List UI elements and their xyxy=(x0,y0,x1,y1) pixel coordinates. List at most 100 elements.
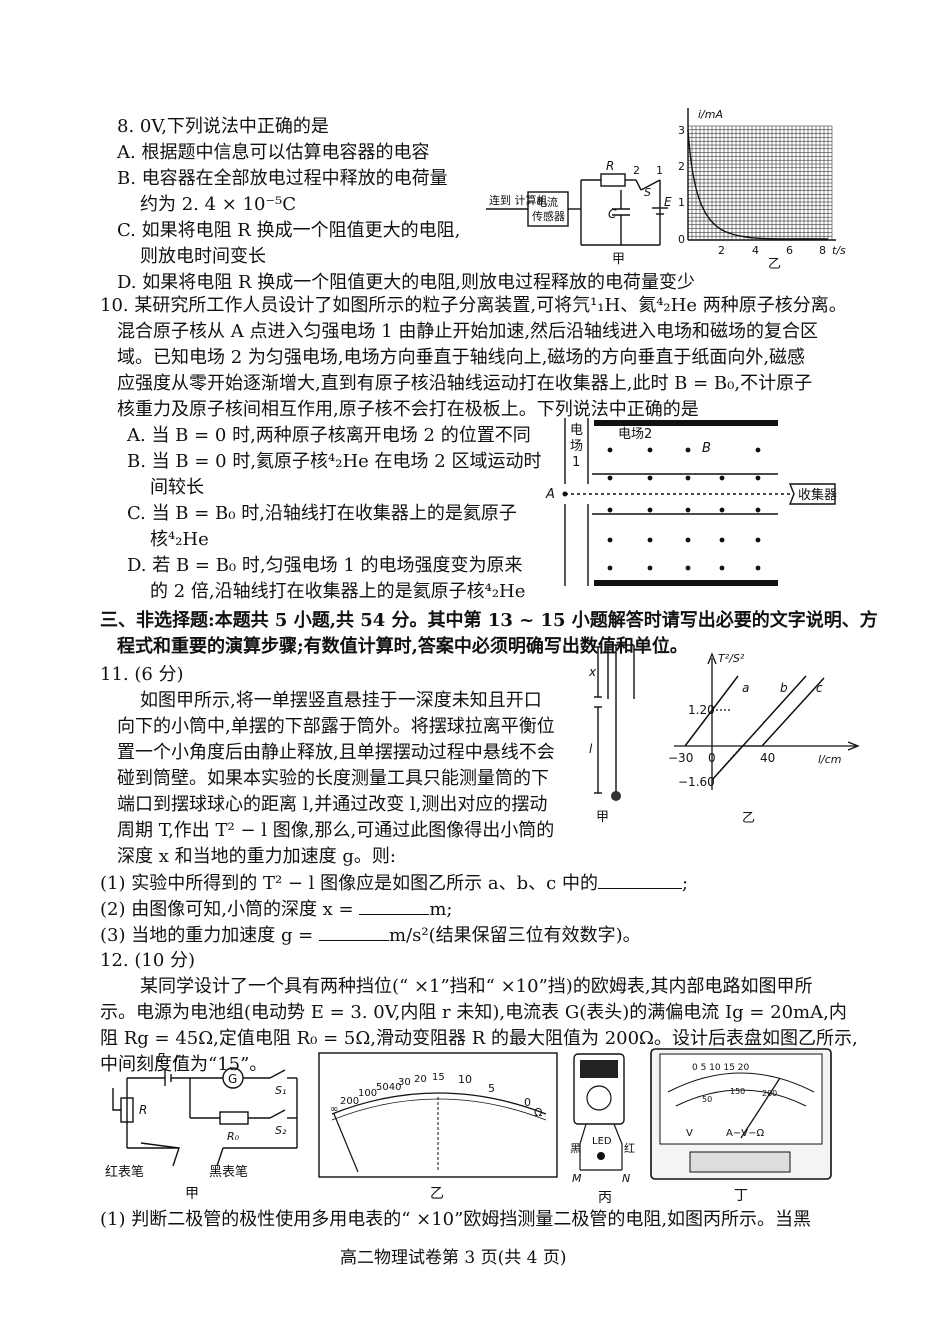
switch-s-label: S xyxy=(644,186,651,199)
q11-question-3: (3) 当地的重力加速度 g = m/s²(结果保留三位有效数字)。 xyxy=(100,922,641,949)
q9-circuit-diagram: 连到 计算机 电流 传感器 R C E S 2 1 甲 xyxy=(486,159,672,267)
q11-question-2: (2) 由图像可知,小筒的深度 x = m; xyxy=(100,896,453,923)
q11-graph-ylabel: T²/S² xyxy=(718,652,745,665)
svg-text:红: 红 xyxy=(624,1142,635,1155)
q10-option-b-cont: 间较长 xyxy=(150,477,204,498)
svg-text:50: 50 xyxy=(702,1095,712,1104)
q12-ohmmeter-circuit: E r G R R₀ S₁ S₂ 红表笔 黑表笔 甲 xyxy=(105,1051,298,1202)
q11-body-5: 端口到摆球球心的距离 l,并通过改变 l,测出对应的摆动 xyxy=(117,794,548,815)
svg-text:6: 6 xyxy=(786,244,793,257)
q12-body-3: 阻 Rg = 45Ω,定值电阻 R₀ = 5Ω,滑动变阻器 R 的最大阻值为 2… xyxy=(100,1028,858,1049)
svg-text:10: 10 xyxy=(458,1073,472,1086)
collector-label: 收集器 xyxy=(798,487,837,503)
q12-body-2: 示。电源为电池组(电动势 E = 3. 0V,内阻 r 未知),电流表 G(表头… xyxy=(100,1002,847,1023)
q10-option-c: C. 当 B = B₀ 时,沿轴线打在收集器上的是氦原子 xyxy=(127,503,517,524)
svg-text:N: N xyxy=(622,1172,630,1185)
svg-text:1: 1 xyxy=(678,196,685,209)
answer-blank-1[interactable] xyxy=(597,870,682,889)
svg-text:黑表笔: 黑表笔 xyxy=(209,1164,248,1180)
q12-ohm-dial: ∞ 200 100 5040 30 20 15 10 5 0 Ω 乙 xyxy=(318,1052,558,1202)
answer-blank-2[interactable] xyxy=(359,896,430,915)
q9-option-b: B. 电容器在全部放电过程中释放的电荷量 xyxy=(117,168,448,189)
q11-body-2: 向下的小筒中,单摆的下部露于筒外。将摆球拉离平衡位 xyxy=(117,716,555,737)
q11-body-7: 深度 x 和当地的重力加速度 g。则: xyxy=(117,846,396,867)
switch-pos-1: 1 xyxy=(656,164,663,177)
q9-option-c: C. 如果将电阻 R 换成一个阻值更大的电阻, xyxy=(117,220,461,241)
q9-option-d: D. 如果将电阻 R 换成一个阻值更大的电阻,则放电过程释放的电荷量变少 xyxy=(117,272,695,293)
svg-text:2: 2 xyxy=(678,160,685,173)
svg-text:红表笔: 红表笔 xyxy=(105,1164,144,1180)
svg-text:r: r xyxy=(175,1051,181,1065)
svg-text:5: 5 xyxy=(488,1082,495,1095)
sensor-label-1: 电流 xyxy=(536,195,558,209)
q12-multimeter-caption: 丁 xyxy=(734,1188,748,1204)
svg-text:黑: 黑 xyxy=(570,1142,581,1155)
svg-text:30: 30 xyxy=(398,1077,411,1088)
q9-graph-caption: 乙 xyxy=(768,257,781,272)
svg-text:R₀: R₀ xyxy=(227,1130,240,1143)
q11-question-1: (1) 实验中所得到的 T² − l 图像应是如图乙所示 a、b、c 中的; xyxy=(100,870,688,897)
svg-text:0: 0 xyxy=(524,1096,531,1109)
svg-text:b: b xyxy=(780,681,788,695)
svg-text:l: l xyxy=(589,742,593,756)
q10-stem-5: 核重力及原子核间相互作用,原子核不会打在极板上。下列说法中正确的是 xyxy=(117,399,699,420)
q11-graph-xlabel: l/cm xyxy=(818,753,842,766)
section-3-line-2: 程式和重要的演算步骤;有数值计算时,答案中必须明确写出数值和单位。 xyxy=(117,636,688,657)
svg-text:a: a xyxy=(742,681,749,695)
q9-stem-tail: 8. 0V,下列说法中正确的是 xyxy=(117,116,329,137)
q11-fig-b-caption: 乙 xyxy=(742,811,755,826)
q11-pendulum-diagram: x l 甲 xyxy=(588,644,635,825)
resistor-r-label: R xyxy=(606,159,614,173)
svg-text:1.20: 1.20 xyxy=(688,703,715,717)
q11-body-3: 置一个小角度后由静止释放,且单摆摆动过程中悬线不会 xyxy=(117,742,555,763)
q10-option-c-cont: 核⁴₂He xyxy=(150,529,209,550)
svg-text:场: 场 xyxy=(570,439,583,454)
q12-dial-caption: 乙 xyxy=(430,1186,444,1202)
q9-option-c-cont: 则放电时间变长 xyxy=(140,246,266,267)
svg-text:0: 0 xyxy=(678,233,685,246)
q9-current-graph: i/mA t/s 0 1 2 3 2 4 6 8 乙 xyxy=(678,108,846,272)
svg-text:15: 15 xyxy=(432,1072,445,1083)
computer-label: 连到 计算机 xyxy=(489,193,548,207)
q10-option-b: B. 当 B = 0 时,氦原子核⁴₂He 在电场 2 区域运动时 xyxy=(127,451,542,472)
q12-diode-test: 黑 红 LED M N 丙 xyxy=(570,1053,635,1206)
svg-text:−30: −30 xyxy=(668,751,693,765)
sensor-label-2: 传感器 xyxy=(532,210,565,223)
svg-text:100: 100 xyxy=(358,1088,377,1099)
svg-text:c: c xyxy=(816,681,823,695)
svg-text:2: 2 xyxy=(718,244,725,257)
q10-option-d-cont: 的 2 倍,沿轴线打在收集器上的是氦原子核⁴₂He xyxy=(150,581,526,602)
svg-text:V: V xyxy=(686,1128,693,1139)
q10-stem-3: 域。已知电场 2 为匀强电场,电场方向垂直于轴线向上,磁场的方向垂直于纸面向外,… xyxy=(117,347,806,368)
svg-text:8: 8 xyxy=(819,244,826,257)
q11-t2-l-graph: T²/S² l/cm 1.20 −1.60 −30 0 40 a b c 乙 xyxy=(668,652,860,826)
q12-diode-caption: 丙 xyxy=(598,1190,612,1206)
svg-text:−1.60: −1.60 xyxy=(678,775,715,789)
svg-text:E: E xyxy=(157,1051,165,1065)
svg-text:G: G xyxy=(228,1072,237,1086)
q12-multimeter: 0 5 10 15 20 50 150 200 V A−V−Ω 丁 xyxy=(650,1048,832,1204)
svg-text:1: 1 xyxy=(572,455,580,470)
q12-question-1: (1) 判断二极管的极性使用多用电表的“ ×10”欧姆挡测量二极管的电阻,如图丙… xyxy=(100,1209,812,1230)
svg-text:20: 20 xyxy=(414,1074,427,1085)
answer-blank-3[interactable] xyxy=(319,922,390,941)
page-footer: 高二物理试卷第 3 页(共 4 页) xyxy=(340,1248,567,1268)
q9-graph-ylabel: i/mA xyxy=(698,108,723,121)
svg-text:x: x xyxy=(588,665,597,679)
svg-text:A−V−Ω: A−V−Ω xyxy=(726,1128,764,1139)
q10-option-d: D. 若 B = B₀ 时,匀强电场 1 的电场强度变为原来 xyxy=(127,555,523,576)
svg-text:∞: ∞ xyxy=(330,1104,338,1115)
q10-option-a: A. 当 B = 0 时,两种原子核离开电场 2 的位置不同 xyxy=(127,425,531,446)
section-3-line-1: 三、非选择题:本题共 5 小题,共 54 分。其中第 13 ~ 15 小题解答时… xyxy=(100,610,878,631)
svg-text:3: 3 xyxy=(678,124,685,137)
svg-text:4: 4 xyxy=(752,244,759,257)
svg-text:M: M xyxy=(572,1172,582,1185)
q10-separator-diagram: 电 场 1 电场2 B A 收集器 xyxy=(545,418,837,586)
b-field-label: B xyxy=(702,441,711,456)
switch-pos-2: 2 xyxy=(633,164,640,177)
q12-circuit-caption: 甲 xyxy=(185,1186,199,1202)
svg-text:200: 200 xyxy=(340,1096,359,1107)
svg-text:5040: 5040 xyxy=(376,1082,401,1093)
svg-text:40: 40 xyxy=(760,751,775,765)
svg-text:LED: LED xyxy=(592,1136,612,1147)
